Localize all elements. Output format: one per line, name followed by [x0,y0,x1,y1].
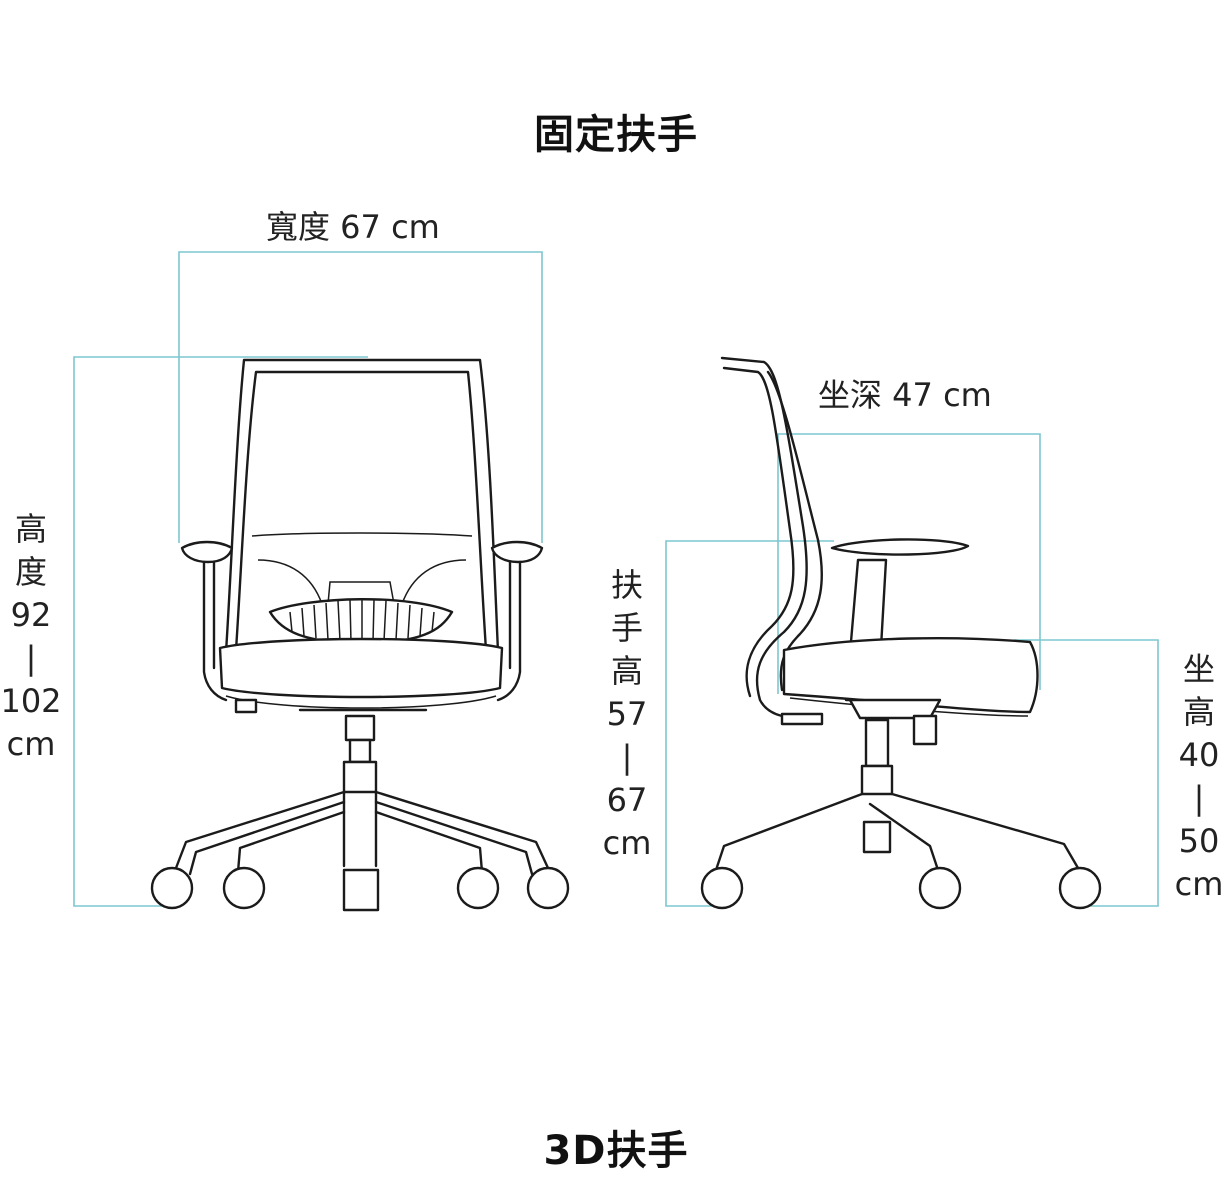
height-label-char: 高 [14,510,47,548]
base-leg-far-left-lower [188,800,346,876]
height-label-char: 度 [14,553,47,591]
seat-height-label-char: cm [1174,865,1224,903]
height-label-char: 92 [10,596,52,634]
seat-height-label-char: 高 [1182,693,1215,731]
side-base-leg-front [868,802,940,872]
lumbar-panel [268,598,454,646]
title-fixed-armrest: 固定扶手 [534,112,698,158]
seat-height-label-char: 40 [1178,736,1220,774]
height-label-char: | [25,639,37,677]
seat-depth-dimension-label: 坐深 47 cm [818,376,992,414]
side-view-chair [700,356,1102,910]
armrest-label-char: 67 [606,781,648,819]
height-dimension-line [73,356,368,907]
side-armrest-pad [830,538,970,556]
height-label-char: cm [6,725,56,763]
side-base-leg-right [890,792,1080,870]
armrest-label-char: 高 [610,652,643,690]
side-backrest-front [766,370,823,692]
base-leg-near-left [236,810,346,874]
side-lever [780,712,824,726]
height-dimension-label: 高 度 92 | 102 cm [0,508,62,766]
armrest-label-char: 57 [606,695,648,733]
base-leg-far-left [174,790,346,870]
width-dimension-line [178,251,543,543]
lumbar-wing-right [401,559,467,605]
lumbar-ribs [289,599,435,643]
armrest-label-char: 手 [610,609,643,647]
side-base-leg-left [714,792,864,872]
seat-height-label-char: 50 [1178,822,1220,860]
seat-height-label-char: | [1193,779,1205,817]
base-leg-far-right-lower [374,800,534,876]
seat-height-dimension-line [1014,639,1159,907]
lumbar-wing-left [257,559,323,605]
side-backrest-inner [722,366,795,698]
right-armrest-post [496,560,522,702]
cylinder-base [342,760,378,794]
height-label-char: 102 [0,682,62,720]
side-casters [700,866,1102,910]
side-cylinder-base [860,764,894,796]
seat-height-label-char: 坐 [1182,650,1215,688]
mesh-line [251,532,473,537]
title-3d-armrest: 3D扶手 [543,1128,689,1174]
width-dimension-label: 寬度 67 cm [266,208,440,246]
seat-depth-dimension-line [777,433,1041,694]
backrest-inner-frame [234,370,488,652]
base-leg-front [342,790,378,868]
dimension-lines [73,251,1159,907]
armrest-height-dimension-label: 扶 手 高 57 | 67 cm [596,564,658,865]
front-casters [150,866,570,912]
mechanism-lever-left [234,698,258,714]
armrest-height-dimension-line [665,540,834,907]
seat-cushion [218,637,504,699]
base-leg-near-right [374,810,484,874]
armrest-label-char: 扶 [610,566,643,604]
side-cylinder-top [864,718,890,768]
cylinder-top [344,714,376,742]
armrest-label-char: cm [602,824,652,862]
lumbar-top-piece [327,581,395,605]
right-armrest-pad [490,540,544,564]
armrest-label-char: | [621,738,633,776]
side-tilt-knob [912,714,938,746]
base-leg-far-right [374,790,550,870]
seat-height-dimension-label: 坐 高 40 | 50 cm [1166,648,1232,906]
left-armrest-post [202,560,228,702]
side-base-hub [862,820,892,854]
backrest-frame [224,358,500,654]
left-armrest-pad [180,540,234,564]
cylinder-middle [348,738,372,764]
front-view-chair [150,358,570,912]
